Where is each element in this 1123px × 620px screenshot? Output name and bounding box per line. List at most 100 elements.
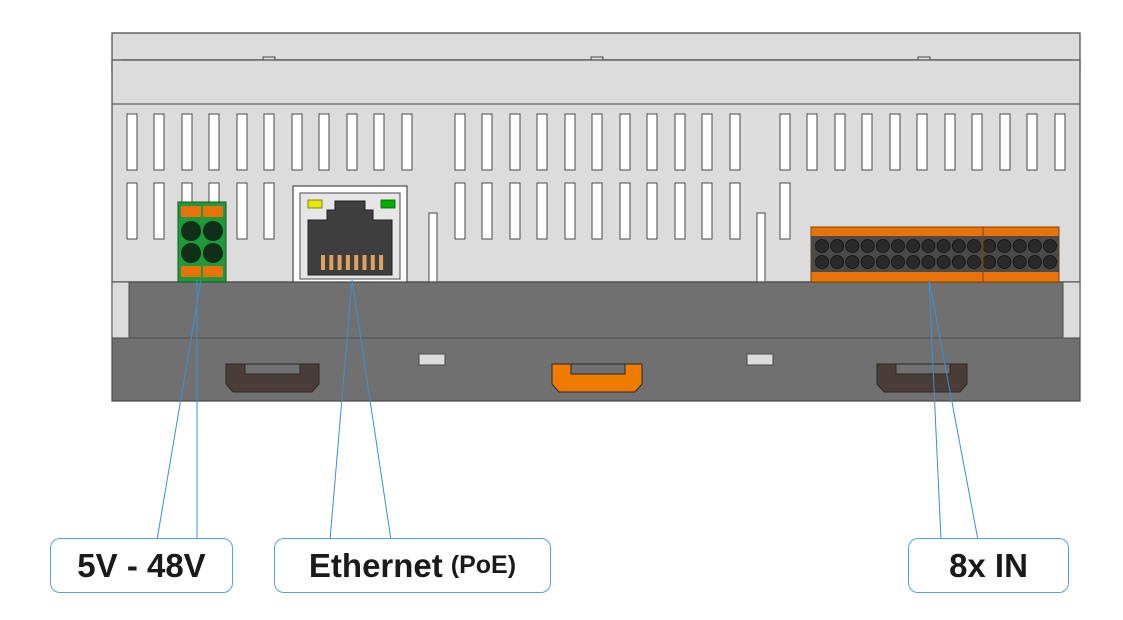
vent-slot: [646, 182, 658, 240]
label-power-text: 5V - 48V: [77, 546, 206, 584]
din-clip-right: [876, 363, 968, 393]
terminal-hole: [830, 239, 845, 253]
terminal-hole: [997, 239, 1012, 253]
terminal-hole: [860, 255, 875, 269]
rj45-pin: [337, 255, 342, 270]
vent-slot: [646, 113, 658, 171]
green-push-terminal-icon: [177, 201, 227, 283]
vent-slot: [153, 113, 165, 171]
vent-slot: [318, 113, 330, 171]
terminal-hole: [967, 255, 981, 269]
vent-slot: [591, 182, 603, 240]
vent-slot: [674, 113, 686, 171]
vent-slot: [591, 113, 603, 171]
separator-slot: [428, 212, 438, 283]
terminal-hole: [906, 239, 921, 253]
separator-slot: [756, 212, 766, 283]
terminal-hole: [951, 239, 966, 253]
vent-slot: [1054, 113, 1066, 171]
vent-slot: [536, 113, 548, 171]
vent-slot: [564, 113, 576, 171]
din-clip-center: [551, 363, 643, 393]
vent-slot: [346, 113, 358, 171]
vent-slot: [806, 113, 818, 171]
vent-slot: [509, 182, 521, 240]
terminal-hole: [845, 239, 860, 253]
terminal-hole: [997, 255, 1012, 269]
vent-slot: [916, 113, 928, 171]
label-ethernet-poe: Ethernet (PoE): [274, 538, 551, 593]
terminal-hole: [936, 255, 951, 269]
vent-slot: [509, 113, 521, 171]
terminal-hole: [845, 255, 860, 269]
vent-slot: [779, 182, 791, 240]
vent-slot: [729, 113, 741, 171]
terminal-hole: [921, 239, 936, 253]
vent-slot: [126, 113, 138, 171]
terminal-hole: [921, 255, 936, 269]
vent-slot: [263, 182, 275, 240]
vent-slot: [889, 113, 901, 171]
vent-slot: [236, 182, 248, 240]
terminal-hole: [830, 255, 845, 269]
terminal-hole: [875, 255, 890, 269]
vent-slot: [126, 182, 138, 240]
rj45-pin: [345, 255, 350, 270]
orange-terminal-block-icon: [810, 226, 1060, 283]
vent-slot: [291, 113, 303, 171]
vent-slot: [153, 182, 165, 240]
vent-slot: [373, 113, 385, 171]
terminal-hole: [906, 255, 921, 269]
vent-slot: [701, 182, 713, 240]
terminal-hole: [1043, 255, 1057, 269]
terminal-hole: [936, 239, 951, 253]
terminal-hole: [1027, 255, 1042, 269]
vent-slot: [971, 113, 983, 171]
vent-slot: [1026, 113, 1038, 171]
vent-slot: [834, 113, 846, 171]
vent-slot: [861, 113, 873, 171]
vent-slot: [536, 182, 548, 240]
terminal-hole: [951, 255, 966, 269]
terminal-hole: [1043, 239, 1057, 253]
terminal-hole: [1012, 239, 1027, 253]
link-led-green: [380, 199, 396, 209]
rj45-pin: [329, 255, 334, 270]
vent-slot: [454, 182, 466, 240]
label-ethernet-text: Ethernet: [308, 546, 443, 584]
rj45-pin: [370, 255, 375, 270]
terminal-hole: [967, 239, 981, 253]
vent-slot: [208, 113, 220, 171]
label-power-supply: 5V - 48V: [50, 538, 233, 593]
vent-slot: [454, 113, 466, 171]
vent-slot: [481, 113, 493, 171]
rj45-pin: [362, 255, 367, 270]
din-clip-left: [225, 363, 320, 393]
vent-slot: [263, 113, 275, 171]
vent-slot: [619, 182, 631, 240]
vent-slot: [779, 113, 791, 171]
terminal-hole: [982, 255, 997, 269]
rj45-pin: [379, 255, 384, 270]
vent-slot: [999, 113, 1011, 171]
vent-slot: [701, 113, 713, 171]
terminal-hole: [815, 255, 829, 269]
terminal-hole: [1027, 239, 1042, 253]
terminal-hole: [860, 239, 875, 253]
rj45-pin: [321, 255, 325, 270]
rj45-pin: [354, 255, 359, 270]
vent-slot: [729, 182, 741, 240]
vent-slot: [236, 113, 248, 171]
rj45-port-icon: [292, 185, 408, 283]
link-led-yellow: [307, 199, 323, 209]
terminal-hole: [891, 255, 905, 269]
label-ethernet-suffix: (PoE): [450, 551, 517, 579]
vent-slot: [481, 182, 493, 240]
terminal-hole: [875, 239, 890, 253]
terminal-hole: [982, 239, 997, 253]
label-digital-inputs: 8x IN: [908, 538, 1069, 593]
terminal-hole: [1012, 255, 1027, 269]
vent-slot: [401, 113, 413, 171]
terminal-hole: [891, 239, 905, 253]
